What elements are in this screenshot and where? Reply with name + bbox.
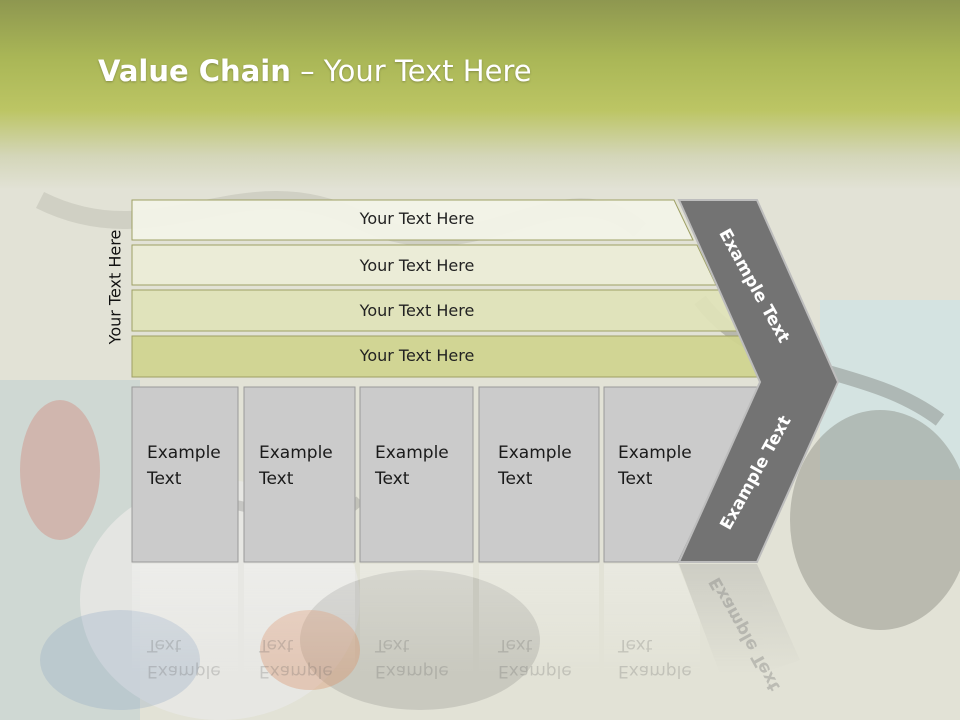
box-1-reflection-line2: Text (147, 635, 182, 655)
box-3-line1: Example (375, 443, 449, 463)
box-2-reflection: Example Text (259, 632, 333, 684)
box-2-reflection-line1: Example (259, 661, 333, 681)
box-5-line1: Example (618, 443, 692, 463)
box-4-label: Example Text (498, 440, 572, 492)
box-3-reflection-line2: Text (375, 635, 410, 655)
bar-4-label: Your Text Here (359, 346, 475, 365)
chevron-arrow (677, 199, 840, 563)
box-2-line1: Example (259, 443, 333, 463)
bar-1-label: Your Text Here (359, 209, 475, 228)
box-3-line2: Text (375, 469, 410, 489)
box-3 (359, 386, 474, 563)
slide-title-bold: Value Chain (98, 54, 291, 88)
box-1-reflection: Example Text (147, 632, 221, 684)
box-5-label: Example Text (618, 440, 692, 492)
box-3-reflection-line1: Example (375, 661, 449, 681)
header-band (0, 0, 960, 190)
slide-title: Value Chain – Your Text Here (98, 54, 532, 94)
box-3-label: Example Text (375, 440, 449, 492)
box-5-reflection-line1: Example (618, 661, 692, 681)
box-1-label: Example Text (147, 440, 221, 492)
box-2-reflection-line2: Text (259, 635, 294, 655)
box-2-label: Example Text (259, 440, 333, 492)
box-1-line1: Example (147, 443, 221, 463)
box-1-reflection-line1: Example (147, 661, 221, 681)
box-1-line2: Text (147, 469, 182, 489)
box-4-line1: Example (498, 443, 572, 463)
box-4-line2: Text (498, 469, 533, 489)
box-2-line2: Text (259, 469, 294, 489)
box-5-reflection-line2: Text (618, 635, 653, 655)
box-3-reflection: Example Text (375, 632, 449, 684)
reflection (132, 564, 800, 674)
bar-1 (131, 199, 694, 241)
box-1 (131, 386, 239, 563)
slide-title-rest: – Your Text Here (290, 54, 532, 88)
box-5-reflection: Example Text (618, 632, 692, 684)
bar-2-label: Your Text Here (359, 256, 475, 275)
box-4 (478, 386, 600, 563)
box-4-reflection-line2: Text (498, 635, 533, 655)
bar-3-label: Your Text Here (359, 301, 475, 320)
box-2 (243, 386, 356, 563)
box-5-line2: Text (618, 469, 653, 489)
box-4-reflection: Example Text (498, 632, 572, 684)
box-4-reflection-line1: Example (498, 661, 572, 681)
